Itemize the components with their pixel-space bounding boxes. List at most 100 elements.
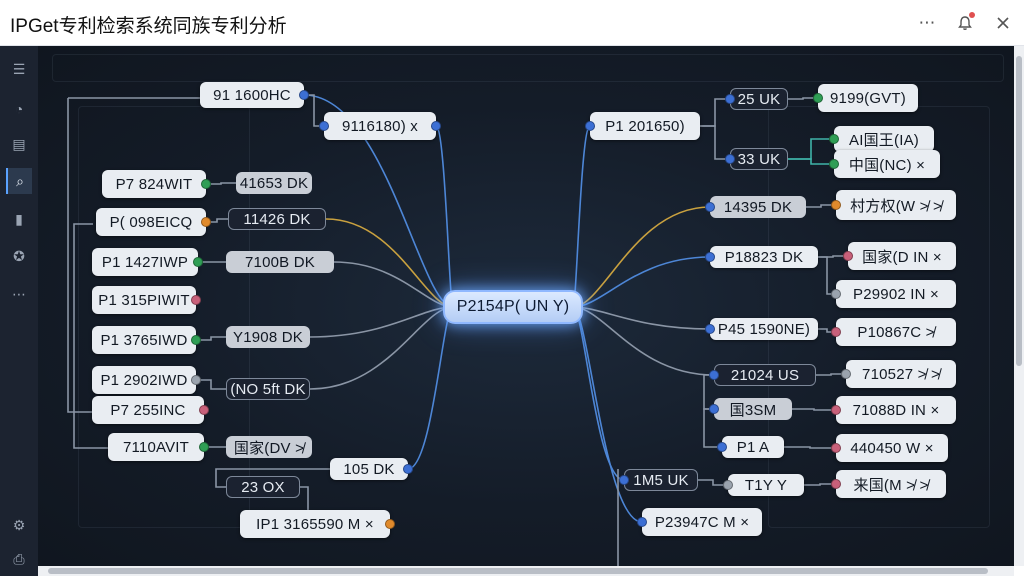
export-icon[interactable]: ⎙	[13, 550, 25, 567]
connector-dot[interactable]	[831, 479, 841, 489]
patent-node-r5[interactable]: AI国王(IA)	[834, 126, 934, 152]
more-horizontal-icon[interactable]: ⋯	[918, 13, 936, 32]
patent-node-r14[interactable]: 21024 US	[714, 364, 816, 386]
connector-dot[interactable]	[299, 90, 309, 100]
connector-dot[interactable]	[319, 121, 329, 131]
connector-dot[interactable]	[431, 121, 441, 131]
connector-dot[interactable]	[191, 375, 201, 385]
connector-dot[interactable]	[831, 200, 841, 210]
patent-node-r17[interactable]: 71088D IN ×	[836, 396, 956, 424]
patent-node-r4[interactable]: 33 UK	[730, 148, 788, 170]
connector-dot[interactable]	[585, 121, 595, 131]
patent-node-l6[interactable]: 11426 DK	[228, 208, 326, 230]
connector-dot[interactable]	[201, 179, 211, 189]
patent-node-r19[interactable]: 440450 W ×	[836, 434, 948, 462]
patent-node-l10[interactable]: P1 3765IWD	[92, 326, 196, 354]
connector-dot[interactable]	[705, 252, 715, 262]
patent-node-r2[interactable]: 25 UK	[730, 88, 788, 110]
connector-dot[interactable]	[831, 443, 841, 453]
patent-node-label: 国家(D IN ×	[862, 248, 942, 266]
connector-dot[interactable]	[843, 251, 853, 261]
patent-node-l16[interactable]: 国家(DV ≯	[226, 436, 312, 458]
patent-node-l13[interactable]: (NO 5ft DK	[226, 378, 310, 400]
connector-dot[interactable]	[831, 327, 841, 337]
patent-node-r23[interactable]: P23947C M ×	[642, 508, 762, 536]
patent-node-r21[interactable]: T1Y Y	[728, 474, 804, 496]
connector-dot[interactable]	[717, 442, 727, 452]
center-node[interactable]: P2154P( UN Y)	[443, 290, 583, 324]
connector-dot[interactable]	[619, 475, 629, 485]
connector-dot[interactable]	[403, 464, 413, 474]
connector-dot[interactable]	[199, 442, 209, 452]
patent-node-r18[interactable]: P1 A	[722, 436, 784, 458]
patent-node-l4[interactable]: 41653 DK	[236, 172, 312, 194]
connector-dot[interactable]	[385, 519, 395, 529]
patent-node-l12[interactable]: P1 2902IWD	[92, 366, 196, 394]
patent-node-r20[interactable]: 1M5 UK	[624, 469, 698, 491]
clipboard-icon[interactable]: ▮	[15, 210, 23, 227]
search-icon[interactable]: ⌕	[6, 168, 32, 194]
document-icon[interactable]: ▤	[12, 135, 26, 152]
patent-node-l7[interactable]: P1 1427IWP	[92, 248, 198, 276]
patent-node-l8[interactable]: 7100B DK	[226, 251, 334, 273]
vertical-scroll-thumb[interactable]	[1016, 56, 1022, 366]
patent-node-r11[interactable]: P29902 IN ×	[836, 280, 956, 308]
horizontal-scroll-thumb[interactable]	[48, 568, 988, 574]
patent-node-r3[interactable]: 9199(GVT)	[818, 84, 918, 112]
patent-node-l15[interactable]: 7110AVIT	[108, 433, 204, 461]
menu-icon[interactable]: ☰	[12, 60, 26, 77]
connector-dot[interactable]	[709, 370, 719, 380]
patent-node-label: 国3SM	[729, 401, 777, 419]
more-icon[interactable]: ⋯	[12, 285, 26, 302]
connector-dot[interactable]	[201, 217, 211, 227]
connector-dot[interactable]	[705, 202, 715, 212]
patent-node-r6[interactable]: 中国(NC) ×	[834, 150, 940, 178]
horizontal-scrollbar[interactable]	[38, 566, 1014, 576]
patent-node-l11[interactable]: Y1908 DK	[226, 326, 310, 348]
patent-node-r16[interactable]: 国3SM	[714, 398, 792, 420]
connector-dot[interactable]	[841, 369, 851, 379]
connector-dot[interactable]	[191, 335, 201, 345]
patent-node-r13[interactable]: P10867C ≯	[836, 318, 956, 346]
connector-dot[interactable]	[725, 154, 735, 164]
connector-dot[interactable]	[831, 405, 841, 415]
patent-node-l3[interactable]: P7 824WIT	[102, 170, 206, 198]
connector-dot[interactable]	[723, 480, 733, 490]
bell-icon[interactable]	[954, 12, 976, 34]
close-icon[interactable]	[992, 12, 1014, 34]
patent-node-l1[interactable]: 91 1600HC	[200, 82, 304, 108]
patent-node-r8[interactable]: 村方权(W ≯ ≯	[836, 190, 956, 220]
patent-node-r9[interactable]: P18823 DK	[710, 246, 818, 268]
connector-dot[interactable]	[705, 324, 715, 334]
connector-dot[interactable]	[725, 94, 735, 104]
connector-dot[interactable]	[831, 289, 841, 299]
connector-dot[interactable]	[709, 404, 719, 414]
connector-dot[interactable]	[829, 159, 839, 169]
patent-node-l18[interactable]: 23 OX	[226, 476, 300, 498]
link-L10-L11	[196, 336, 226, 341]
patent-node-r12[interactable]: P45 1590NE)	[710, 318, 818, 340]
connector-dot[interactable]	[637, 517, 647, 527]
patent-node-r15[interactable]: 710527 ≯ ≯	[846, 360, 956, 388]
connector-dot[interactable]	[813, 93, 823, 103]
settings-icon[interactable]: ⚙	[12, 516, 26, 533]
vertical-scrollbar[interactable]	[1014, 46, 1024, 566]
patent-node-l9[interactable]: P1 315PIWIT	[92, 286, 196, 314]
palette-icon[interactable]: ✪	[13, 247, 25, 264]
connector-dot[interactable]	[193, 257, 203, 267]
patent-node-l2[interactable]: 9116180) x	[324, 112, 436, 140]
pie-chart-icon[interactable]: ◔	[14, 101, 24, 117]
patent-node-r1[interactable]: P1 201650)	[590, 112, 700, 140]
connector-dot[interactable]	[199, 405, 209, 415]
connector-dot[interactable]	[191, 295, 201, 305]
patent-node-label: 来国(M ≯ ≯	[853, 476, 929, 494]
connector-dot[interactable]	[829, 134, 839, 144]
patent-node-l5[interactable]: P( 098EICQ	[96, 208, 206, 236]
patent-node-l19[interactable]: IP1 3165590 M ×	[240, 510, 390, 538]
patent-node-r22[interactable]: 来国(M ≯ ≯	[836, 470, 946, 498]
patent-node-l14[interactable]: P7 255INC	[92, 396, 204, 424]
patent-node-l17[interactable]: 105 DK	[330, 458, 408, 480]
patent-node-r10[interactable]: 国家(D IN ×	[848, 242, 956, 270]
mindmap-canvas[interactable]: P2154P( UN Y) 91 1600HC 9116180) x P7 824WI…	[38, 46, 1014, 566]
patent-node-r7[interactable]: 14395 DK	[710, 196, 806, 218]
